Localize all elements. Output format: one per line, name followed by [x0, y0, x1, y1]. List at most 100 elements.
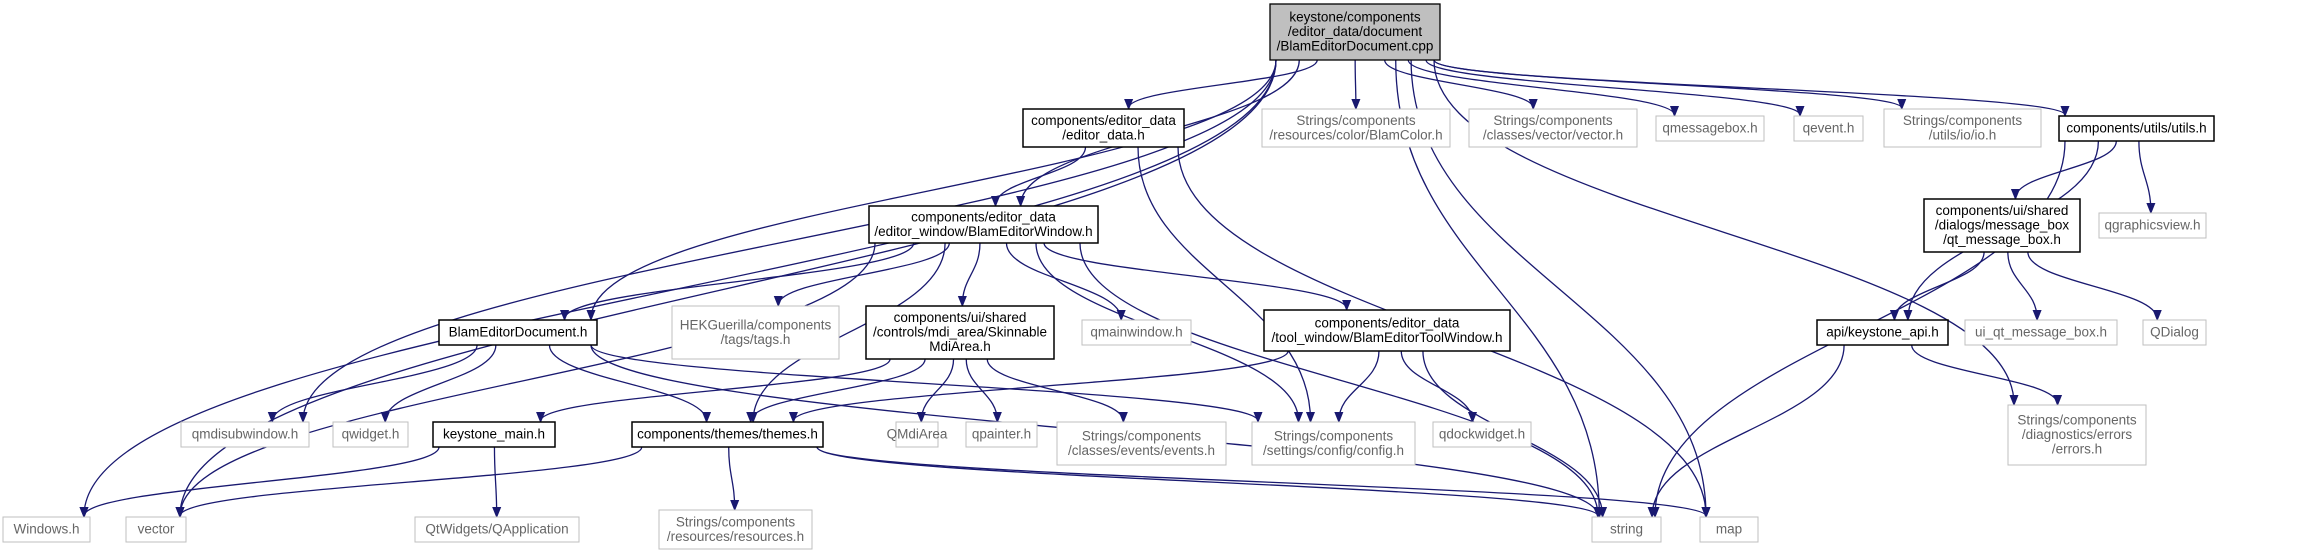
- node-root[interactable]: keystone/components/editor_data/document…: [1269, 3, 1441, 61]
- node-mdi_h[interactable]: components/ui/shared/controls/mdi_area/S…: [865, 305, 1055, 360]
- node-themes_h-label-line-0: components/themes/themes.h: [637, 427, 818, 442]
- edge-mdi_h-to-events_h: [986, 358, 1123, 421]
- node-string: string: [1591, 516, 1662, 543]
- node-tags_h-box: [671, 305, 840, 360]
- node-vector_h: Strings/components/classes/vector/vector…: [1468, 108, 1638, 148]
- nodes-layer: keystone/components/editor_data/document…: [2, 3, 2215, 550]
- node-map-box: [1699, 516, 1759, 543]
- node-doc_h-label-line-0: BlamEditorDocument.h: [449, 325, 588, 340]
- node-doc_h[interactable]: BlamEditorDocument.h: [438, 319, 598, 346]
- node-qdialog-label-line-0: QDialog: [2150, 325, 2199, 340]
- node-window_h-label-line-1: /editor_window/BlamEditorWindow.h: [874, 224, 1092, 239]
- node-utils_h-label-line-0: components/utils/utils.h: [2066, 121, 2206, 136]
- node-qevent: qevent.h: [1793, 115, 1864, 142]
- node-resources_h: Strings/components/resources/resources.h: [658, 509, 813, 550]
- node-qdockwidget-box: [1432, 421, 1532, 448]
- node-events_h-label-line-0: Strings/components: [1082, 428, 1202, 443]
- edge-doc_h-to-config_h: [590, 344, 1258, 421]
- node-mdi_h-label-line-0: components/ui/shared: [894, 310, 1027, 325]
- node-msgbox_h-box: [1923, 198, 2081, 253]
- node-msgbox_h[interactable]: components/ui/shared/dialogs/message_box…: [1923, 198, 2081, 253]
- node-root-label-line-2: /BlamEditorDocument.cpp: [1277, 39, 1434, 54]
- edge-themes_h-to-string: [816, 446, 1598, 516]
- node-tags_h-label-line-1: /tags/tags.h: [721, 332, 791, 347]
- node-qmessagebox: qmessagebox.h: [1655, 115, 1765, 142]
- node-windows_h: Windows.h: [2, 516, 91, 543]
- node-doc_h-box: [438, 319, 598, 346]
- node-root-label-line-1: /editor_data/document: [1288, 24, 1423, 39]
- node-utils_h[interactable]: components/utils/utils.h: [2058, 115, 2215, 142]
- node-ui_msgbox-box: [1964, 319, 2118, 346]
- node-qdialog-box: [2142, 319, 2207, 346]
- node-string-box: [1591, 516, 1662, 543]
- node-toolwin_h[interactable]: components/editor_data/tool_window/BlamE…: [1263, 309, 1511, 352]
- edge-doc_h-to-qwidget: [385, 344, 497, 421]
- node-config_h-box: [1251, 421, 1416, 466]
- node-ui_msgbox-label-line-0: ui_qt_message_box.h: [1975, 325, 2107, 340]
- node-themes_h[interactable]: components/themes/themes.h: [631, 421, 824, 448]
- node-qpainter: qpainter.h: [965, 421, 1038, 448]
- node-qmessagebox-label-line-0: qmessagebox.h: [1662, 121, 1757, 136]
- node-qmessagebox-box: [1655, 115, 1765, 142]
- node-qmdisubwindow-box: [180, 421, 310, 448]
- node-window_h-box: [868, 205, 1099, 244]
- node-qapplication-box: [414, 516, 580, 543]
- node-vector_h-label-line-1: /classes/vector/vector.h: [1483, 127, 1623, 142]
- edge-root-to-vector_h: [1384, 59, 1534, 108]
- node-qmdiarea: QMdiArea: [887, 421, 948, 448]
- edge-editor_data_h-to-window_h: [996, 146, 1087, 205]
- edge-mdi_h-to-qpainter: [965, 358, 997, 421]
- node-qmainwindow-label-line-0: qmainwindow.h: [1090, 325, 1182, 340]
- node-keystone_main-label-line-0: keystone_main.h: [443, 427, 545, 442]
- edge-themes_h-to-vector: [180, 446, 643, 516]
- edge-utils_h-to-qgraphicsview: [2138, 140, 2151, 212]
- edge-window_h-to-string: [1079, 242, 1598, 516]
- node-qevent-label-line-0: qevent.h: [1803, 121, 1855, 136]
- node-errors_h-label-line-2: /errors.h: [2052, 442, 2102, 457]
- edge-root-to-qmdisubwindow: [303, 59, 1277, 421]
- edge-root-to-qevent: [1425, 59, 1800, 115]
- node-api_h[interactable]: api/keystone_api.h: [1816, 319, 1949, 346]
- node-qgraphicsview-box: [2098, 212, 2207, 239]
- node-qpainter-label-line-0: qpainter.h: [972, 427, 1031, 442]
- node-msgbox_h-label-line-0: components/ui/shared: [1936, 203, 2069, 218]
- node-api_h-box: [1816, 319, 1949, 346]
- node-config_h-label-line-1: /settings/config/config.h: [1263, 443, 1404, 458]
- node-qgraphicsview: qgraphicsview.h: [2098, 212, 2207, 239]
- node-mdi_h-box: [865, 305, 1055, 360]
- node-window_h[interactable]: components/editor_data/editor_window/Bla…: [868, 205, 1099, 244]
- edge-toolwin_h-to-qdockwidget: [1400, 350, 1472, 421]
- node-windows_h-label-line-0: Windows.h: [13, 522, 79, 537]
- node-editor_data_h-label-line-1: /editor_data.h: [1062, 127, 1145, 142]
- edge-mdi_h-to-themes_h: [751, 358, 926, 421]
- node-config_h-label-line-0: Strings/components: [1274, 428, 1394, 443]
- node-qdockwidget-label-line-0: qdockwidget.h: [1439, 427, 1525, 442]
- edge-doc_h-to-themes_h: [548, 344, 706, 421]
- node-errors_h-label-line-1: /diagnostics/errors: [2022, 427, 2133, 442]
- edge-root-to-qmessagebox: [1407, 59, 1674, 115]
- edge-keystone_main-to-qapplication: [494, 446, 496, 516]
- node-vector-box: [125, 516, 187, 543]
- edge-themes_h-to-resources_h: [728, 446, 735, 509]
- node-toolwin_h-label-line-1: /tool_window/BlamEditorToolWindow.h: [1271, 330, 1502, 345]
- node-utils_h-box: [2058, 115, 2215, 142]
- node-editor_data_h[interactable]: components/editor_data/editor_data.h: [1022, 108, 1185, 148]
- node-io_h-label-line-1: /utils/io/io.h: [1929, 127, 1997, 142]
- node-themes_h-box: [631, 421, 824, 448]
- node-blamcolor-label-line-1: /resources/color/BlamColor.h: [1269, 127, 1442, 142]
- edge-window_h-to-qmainwindow: [1005, 242, 1121, 319]
- node-vector_h-label-line-0: Strings/components: [1493, 113, 1613, 128]
- edge-window_h-to-toolwin_h: [1043, 242, 1347, 309]
- node-qmainwindow-box: [1081, 319, 1192, 346]
- node-keystone_main[interactable]: keystone_main.h: [432, 421, 556, 448]
- node-errors_h-box: [2007, 404, 2147, 466]
- node-root-box: [1269, 3, 1441, 61]
- edge-window_h-to-tags_h: [778, 242, 950, 305]
- node-qwidget: qwidget.h: [332, 421, 409, 448]
- node-qwidget-box: [332, 421, 409, 448]
- edge-themes_h-to-map: [816, 446, 1706, 516]
- node-errors_h-label-line-0: Strings/components: [2017, 413, 2137, 428]
- node-blamcolor-label-line-0: Strings/components: [1296, 113, 1416, 128]
- node-editor_data_h-label-line-0: components/editor_data: [1031, 113, 1176, 128]
- node-io_h-label-line-0: Strings/components: [1903, 113, 2023, 128]
